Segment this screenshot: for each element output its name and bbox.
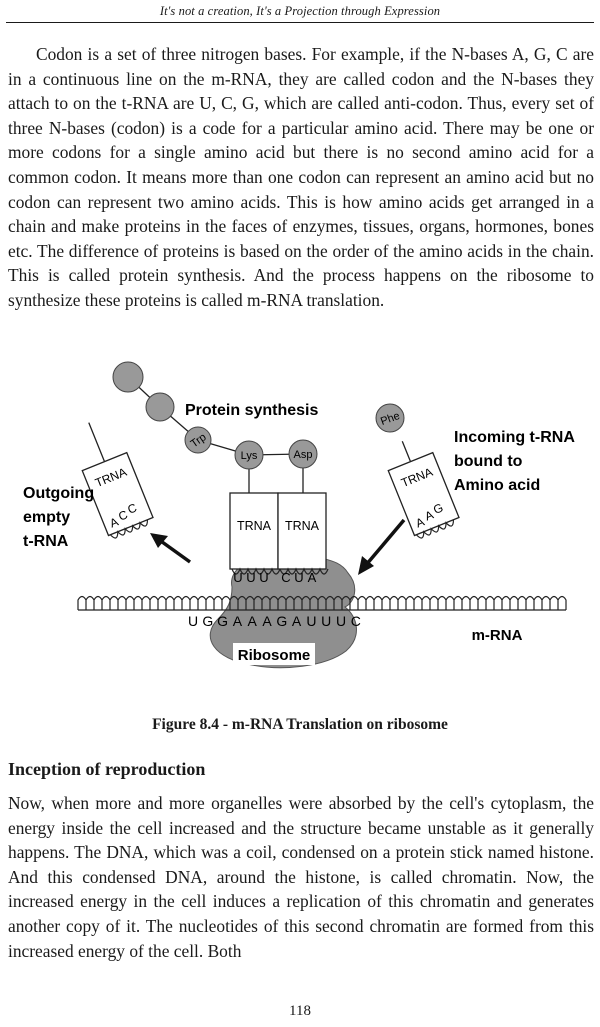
trna-p-label: TRNA — [237, 519, 272, 533]
mrna-base: A — [248, 613, 258, 629]
trna-p-teeth — [231, 567, 281, 575]
page-number: 118 — [289, 1003, 311, 1019]
mrna-strand — [77, 595, 567, 611]
anticodon-base: U — [259, 570, 268, 585]
mrna-base: G — [276, 613, 287, 629]
amino-lys-label: Lys — [241, 450, 258, 462]
trna-a-label: TRNA — [285, 519, 320, 533]
mrna-base: U — [336, 613, 346, 629]
section-heading: Inception of reproduction — [8, 759, 206, 779]
header-rule — [6, 22, 594, 23]
trna-outgoing-teeth — [109, 519, 149, 539]
figure-caption: Figure 8.4 - m-RNA Translation on riboso… — [152, 716, 448, 733]
trna-incoming-stem — [401, 440, 412, 462]
incoming-label-line-2: bound to — [454, 453, 523, 470]
trna-a-site — [277, 492, 327, 570]
mrna-base: A — [262, 613, 272, 629]
outgoing-label-line-2: empty — [23, 509, 70, 526]
anticodon-base: A — [308, 570, 317, 585]
amino-acid-lys — [234, 440, 264, 470]
anticodon-base: C — [281, 570, 290, 585]
incoming-label-line-3: Amino acid — [454, 477, 540, 494]
ribosome-label-bg — [233, 643, 315, 665]
amino-acid-bead — [112, 361, 144, 393]
mrna-base: U — [321, 613, 331, 629]
outgoing-label-line-3: t-RNA — [23, 533, 69, 550]
trna-outgoing-body — [81, 451, 154, 537]
trna-a-teeth — [279, 567, 329, 575]
trna-outgoing: TRNA ACC — [81, 422, 154, 539]
arrow-incoming-icon — [358, 518, 406, 575]
mrna-base: C — [351, 613, 361, 629]
mrna-label: m-RNA — [472, 627, 523, 644]
outgoing-label-line-1: Outgoing — [23, 485, 94, 502]
paragraph-reproduction: Now, when more and more organelles were … — [8, 793, 594, 961]
paragraph-codon: Codon is a set of three nitrogen bases. … — [8, 44, 594, 310]
anticodon-base: U — [246, 570, 255, 585]
mrna-base: G — [217, 613, 228, 629]
running-head: It's not a creation, It's a Projection t… — [159, 4, 441, 18]
ribosome-label: Ribosome — [238, 647, 311, 664]
anticodon-base: U — [233, 570, 242, 585]
trna-incoming-body — [387, 451, 460, 537]
arrow-outgoing-icon — [150, 533, 192, 564]
trna-incoming: TRNA AAG — [387, 440, 460, 539]
amino-asp-label: Asp — [294, 449, 313, 461]
protein-synthesis-label: Protein synthesis — [185, 402, 318, 419]
amino-acid-asp — [288, 439, 318, 469]
mrna-base: U — [188, 613, 198, 629]
amino-acid-phe — [375, 403, 405, 433]
amino-acid-bead — [145, 392, 175, 422]
trna-incoming-teeth — [415, 519, 455, 539]
amino-acid-trp — [184, 426, 212, 454]
incoming-label-line-1: Incoming t-RNA — [454, 429, 575, 446]
mrna-base: G — [202, 613, 213, 629]
mrna-base: A — [292, 613, 302, 629]
mrna-base: U — [306, 613, 316, 629]
mrna-base: A — [233, 613, 243, 629]
anticodon-base: U — [294, 570, 303, 585]
trna-outgoing-stem — [88, 422, 106, 462]
